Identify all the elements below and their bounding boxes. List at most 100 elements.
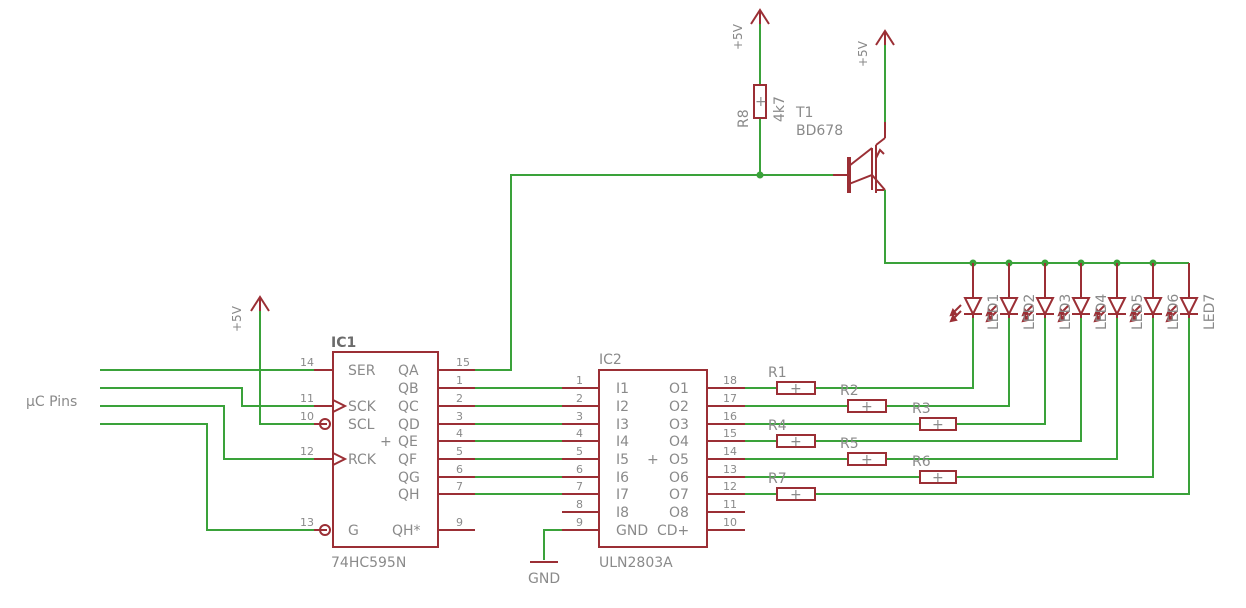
ic1-left-pins (314, 369, 348, 536)
resistor-r3: + (919, 417, 957, 433)
led4-label: LED4 (1094, 294, 1110, 330)
ic1-pin-qg: QG (398, 470, 420, 486)
ic1-pin-num-6: 6 (456, 463, 463, 476)
ic1-pin-num-14: 14 (300, 356, 314, 369)
ic2-pin-o4: O4 (669, 434, 689, 450)
wire-uc-g (100, 423, 314, 531)
ic1-scl-bubble (319, 418, 331, 430)
resistor-r2: + (847, 399, 887, 415)
ic1-pin-sck: SCK (348, 399, 377, 415)
led-3 (1021, 263, 1055, 323)
ic1-pin-num-12: 12 (300, 445, 314, 458)
led-6 (1129, 263, 1163, 323)
ic2-pin-num-10: 10 (723, 516, 737, 529)
resistor-r5-label: R5 (840, 436, 859, 452)
ic1-pin-ser: SER (348, 363, 376, 379)
svg-text:+: + (932, 417, 944, 433)
ic2-pin-i6: I6 (616, 470, 629, 486)
ic2-pin-gnd: GND (616, 523, 648, 539)
resistor-r4: + (776, 434, 816, 450)
ic2-pin-num-4: 4 (576, 427, 583, 440)
led1-label: LED1 (986, 294, 1002, 330)
ic1-pin-num-5: 5 (456, 445, 463, 458)
ic1-pin-g: G (348, 523, 359, 539)
ic2-pin-num-9: 9 (576, 516, 583, 529)
ic1-right-pins (438, 369, 475, 531)
ic1-pin-qh: QH (398, 487, 420, 503)
ic2-pin-o1: O1 (669, 381, 689, 397)
ic2-pin-i7: I7 (616, 487, 629, 503)
vcc-label-r8: +5V (731, 23, 745, 50)
resistor-r8-value: 4k7 (772, 96, 788, 122)
wire-r3-led3 (956, 315, 1046, 425)
uc-pins-label: µC Pins (26, 394, 77, 410)
ic1-pin-qd: QD (398, 417, 420, 433)
resistor-r5: + (847, 452, 887, 468)
ic1-part: 74HC595N (331, 555, 406, 571)
ic2-pin-i5: I5 (616, 452, 629, 468)
wire-r4-led4 (815, 315, 1082, 442)
ic2-pin-num-18: 18 (723, 374, 737, 387)
wire-qa-to-base (475, 174, 833, 371)
wire-vcc-scl (259, 305, 314, 425)
ic1-g-bubble (319, 524, 331, 536)
ic2-pin-num-7: 7 (576, 480, 583, 493)
ic1-name: IC1 (331, 335, 356, 351)
ic2-pin-o5: O5 (669, 452, 689, 468)
ic2-pin-o3: O3 (669, 417, 689, 433)
vcc-label-scl: +5V (230, 305, 244, 332)
ic2-right-pins (707, 387, 745, 531)
ic2-pin-num-13: 13 (723, 463, 737, 476)
ic2-pin-o8: O8 (669, 505, 689, 521)
resistor-r8-label: R8 (736, 109, 752, 128)
ic1-rck-clock-mark (332, 452, 348, 466)
ic1-pin-qc: QC (398, 399, 419, 415)
ic2-pin-i1: I1 (616, 381, 629, 397)
wire-r7-led7 (815, 315, 1190, 495)
vcc-label-t1: +5V (856, 40, 870, 67)
ic1-pin-rck: RCK (348, 452, 377, 468)
ic2-pin-num-15: 15 (723, 427, 737, 440)
ic1-pin-num-2: 2 (456, 392, 463, 405)
ic2-pin-num-12: 12 (723, 480, 737, 493)
ic2-pin-i3: I3 (616, 417, 629, 433)
ic2-left-pins (562, 387, 599, 531)
wire-uc-rck (100, 405, 314, 460)
resistor-r3-label: R3 (912, 401, 931, 417)
ic1-pin-qh-star: QH* (392, 523, 421, 539)
ic2-part: ULN2803A (599, 555, 673, 571)
ic2-pin-num-2: 2 (576, 392, 583, 405)
transistor-t1 (833, 120, 886, 193)
ic2-pin-num-5: 5 (576, 445, 583, 458)
resistor-r2-label: R2 (840, 383, 859, 399)
ic1-pin-num-9: 9 (456, 516, 463, 529)
wire-r2-led2 (886, 315, 1010, 407)
ic1-pin-qb: QB (398, 381, 419, 397)
ic2-pin-i2: I2 (616, 399, 629, 415)
ic2-pin-i8: I8 (616, 505, 629, 521)
ic2-pin-o7: O7 (669, 487, 689, 503)
ic1-pin-num-7: 7 (456, 480, 463, 493)
wire-r6-led6 (956, 315, 1154, 478)
ic1-pin-num-11: 11 (300, 392, 314, 405)
led2-label: LED2 (1022, 294, 1038, 330)
resistor-r1-label: R1 (768, 365, 787, 381)
svg-text:+: + (755, 94, 767, 110)
ic2-pin-num-16: 16 (723, 410, 737, 423)
ic2-pin-i4: I4 (616, 434, 629, 450)
ic2-pin-num-17: 17 (723, 392, 737, 405)
junction-base (756, 171, 764, 179)
wire-led-anode-bus (884, 190, 1189, 264)
resistor-r6-label: R6 (912, 454, 931, 470)
ic2-pin-num-14: 14 (723, 445, 737, 458)
led-4 (1057, 263, 1091, 323)
ic1-pin-qa: QA (398, 363, 419, 379)
led6-label: LED6 (1166, 294, 1182, 330)
wire-uc-sck (100, 387, 314, 407)
svg-text:+: + (790, 434, 802, 450)
wire-gnd (543, 529, 562, 560)
led-2 (985, 263, 1019, 323)
led-7 (1165, 263, 1199, 323)
gnd-label: GND (528, 571, 560, 587)
